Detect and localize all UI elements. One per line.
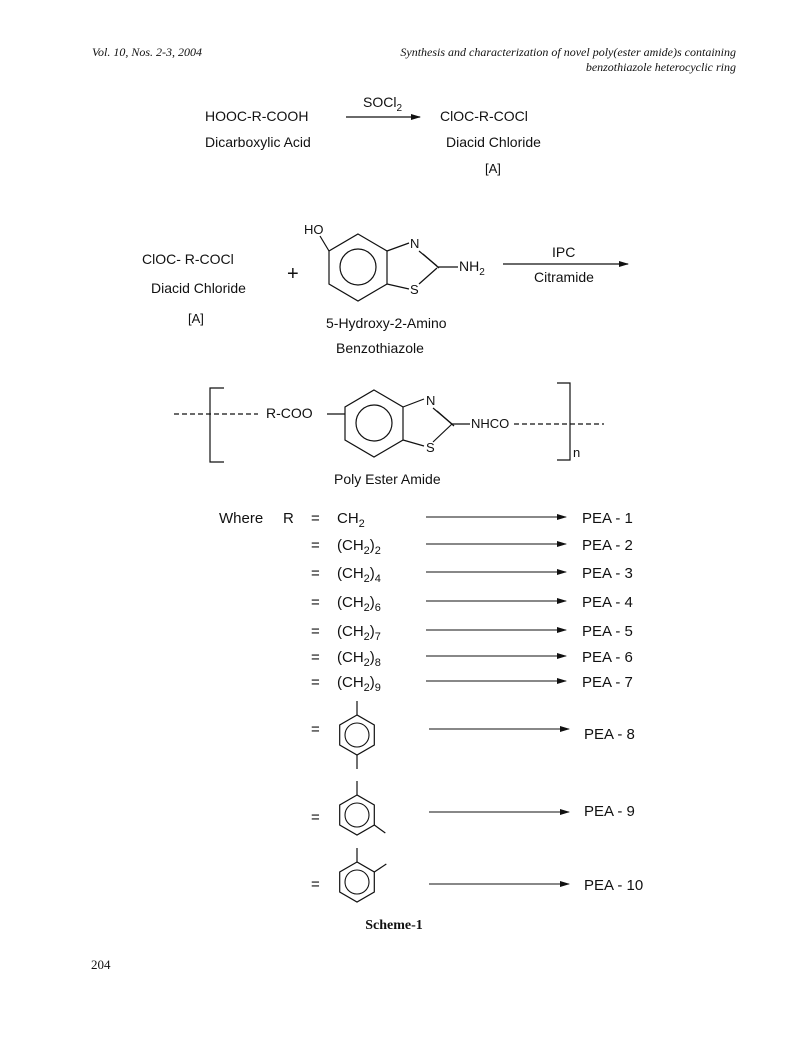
thiazole-nitrogen: N	[410, 236, 419, 251]
hydroxy-group: HO	[304, 222, 324, 237]
amino-group: NH2	[459, 258, 485, 278]
aromatic-circle	[339, 248, 377, 286]
compound-label-a-2: [A]	[188, 311, 204, 326]
polymer-name: Poly Ester Amide	[334, 471, 441, 487]
dicarboxylic-acid-name: Dicarboxylic Acid	[205, 134, 311, 150]
r-group-formula: (CH2)7	[337, 623, 381, 643]
dicarboxylic-acid-formula: HOOC-R-COOH	[205, 108, 308, 124]
r-group-row: = (CH2)8 PEA - 6	[311, 649, 633, 669]
equals-sign: =	[311, 594, 320, 611]
r-group-table: Where R = CH2 PEA - 1 = (CH2)2 PEA - 2 = (CH2)4…	[219, 510, 643, 903]
equals-sign: =	[311, 623, 320, 640]
thionyl-chloride-reagent: SOCl2	[363, 94, 402, 114]
r-group-row: = (CH2)4 PEA - 3	[311, 565, 633, 585]
aryl-r-group-row: = PEA - 10	[311, 848, 643, 903]
aminobenzothiazole-structure	[319, 233, 458, 302]
polymer-structure: R-COO N S NHCO n Poly Ester Amide	[174, 382, 604, 487]
aminobenzothiazole-name-line1: 5-Hydroxy-2-Amino	[326, 315, 447, 331]
polymer-bracket-left	[209, 387, 224, 463]
product-label: PEA - 6	[582, 649, 633, 666]
polymer-repeat-n: n	[573, 445, 580, 460]
r-group-row: = (CH2)7 PEA - 5	[311, 623, 633, 643]
product-label: PEA - 5	[582, 623, 633, 640]
product-label: PEA - 1	[582, 510, 633, 527]
compound-label-a: [A]	[485, 161, 501, 176]
aryl-r-group-row: = PEA - 9	[311, 781, 635, 836]
equals-sign: =	[311, 565, 320, 582]
r-group-formula: (CH2)2	[337, 537, 381, 557]
running-header-title: Synthesis and characterization of novel …	[400, 45, 736, 75]
r-label: R	[283, 510, 294, 527]
step2-reaction: ClOC- R-COCl Diacid Chloride [A] + HO N …	[142, 222, 629, 356]
diacid-chloride-formula: ClOC-R-COCl	[440, 108, 528, 124]
r-group-row: = (CH2)2 PEA - 2	[311, 537, 633, 557]
diacid-chloride-formula-2: ClOC- R-COCl	[142, 251, 234, 267]
aryl-r-group-rows: = PEA - 8 = PEA - 9 = PEA - 10	[311, 701, 643, 903]
running-header-title-line2: benzothiazole heterocyclic ring	[585, 60, 736, 74]
equals-sign: =	[311, 649, 320, 666]
r-group-formula: (CH2)8	[337, 649, 381, 669]
polymer-benzene-ring	[344, 389, 404, 458]
equals-sign: =	[311, 537, 320, 554]
scheme-caption: Scheme-1	[365, 918, 423, 933]
equals-sign: =	[311, 721, 320, 738]
equals-sign: =	[311, 809, 320, 826]
aminobenzothiazole-name-line2: Benzothiazole	[336, 340, 424, 356]
running-header-volume: Vol. 10, Nos. 2-3, 2004	[92, 45, 203, 59]
r-group-row: = (CH2)9 PEA - 7	[311, 674, 633, 694]
page-number: 204	[91, 957, 111, 972]
plus-sign: +	[287, 263, 299, 285]
equals-sign: =	[311, 510, 320, 527]
product-label: PEA - 8	[584, 726, 635, 743]
product-label: PEA - 9	[584, 803, 635, 820]
r-group-formula: (CH2)4	[337, 565, 381, 585]
diacid-chloride-name-2: Diacid Chloride	[151, 280, 246, 296]
equals-sign: =	[311, 876, 320, 893]
reagent-citramide: Citramide	[534, 269, 594, 285]
reagent-ipc: IPC	[552, 244, 575, 260]
diacid-chloride-name: Diacid Chloride	[446, 134, 541, 150]
r-group-formula: CH2	[337, 510, 365, 530]
equals-sign: =	[311, 674, 320, 691]
phenylene-ring	[339, 794, 375, 836]
benzene-ring	[328, 233, 388, 302]
polymer-nitrogen: N	[426, 393, 435, 408]
r-group-formula: (CH2)6	[337, 594, 381, 614]
polymer-r-coo: R-COO	[266, 405, 313, 421]
running-header-title-line1: Synthesis and characterization of novel …	[400, 45, 736, 59]
aryl-r-group-row: = PEA - 8	[311, 701, 635, 769]
polymer-bracket-right	[557, 382, 571, 461]
thiazole-sulfur: S	[410, 282, 419, 297]
phenylene-ring	[339, 861, 375, 903]
r-group-formula: (CH2)9	[337, 674, 381, 694]
r-group-row: = CH2 PEA - 1	[311, 510, 633, 530]
r-group-row: = (CH2)6 PEA - 4	[311, 594, 633, 614]
product-label: PEA - 4	[582, 594, 633, 611]
product-label: PEA - 10	[584, 877, 643, 894]
step1-reaction: HOOC-R-COOH Dicarboxylic Acid SOCl2 ClOC…	[205, 94, 541, 176]
polymer-nhco: NHCO	[471, 416, 509, 431]
product-label: PEA - 3	[582, 565, 633, 582]
where-label: Where	[219, 510, 263, 527]
product-label: PEA - 7	[582, 674, 633, 691]
polymer-sulfur: S	[426, 440, 435, 455]
product-label: PEA - 2	[582, 537, 633, 554]
